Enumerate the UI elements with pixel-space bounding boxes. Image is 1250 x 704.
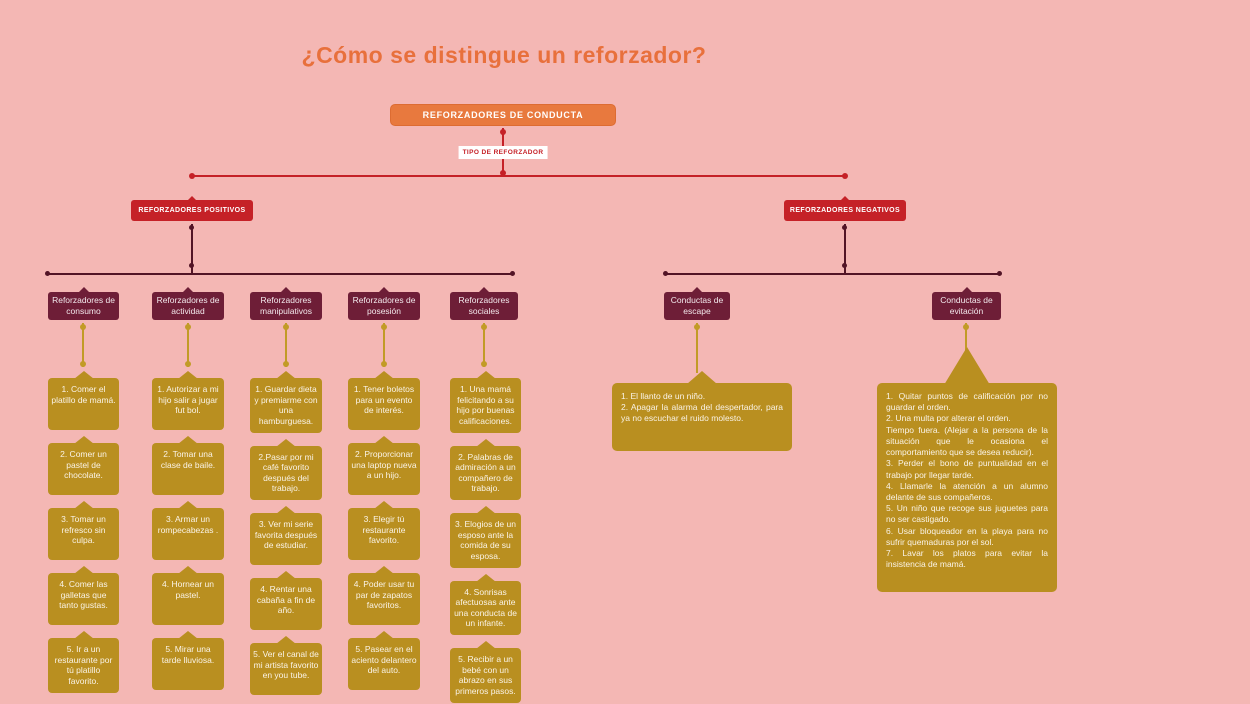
group-header-consumo: Reforzadores de consumo (48, 292, 119, 321)
item-box: 1. Tener boletos para un evento de inter… (348, 378, 420, 430)
item-box: 2. Palabras de admiración a un compañero… (450, 445, 521, 500)
group-header-manipulativos: Reforzadores manipulativos (250, 292, 322, 321)
item-box: 3. Elegir tú restaurante favorito. (348, 508, 420, 560)
group-header-sociales: Reforzadores sociales (450, 292, 518, 321)
item-box: 2. Proporcionar una laptop nueva a un hi… (348, 443, 420, 495)
connector-line (82, 323, 84, 367)
item-box: 3. Elogios de un esposo ante la comida d… (450, 513, 521, 568)
branch-negativos: REFORZADORES NEGATIVOS (784, 200, 906, 221)
connector-label: TIPO DE REFORZADOR (458, 146, 548, 159)
connector-dot (80, 361, 86, 367)
item-box: 1. Comer el platillo de mamá. (48, 378, 119, 430)
item-box: 3. Armar un rompecabezas . (152, 508, 224, 560)
item-box: 4. Comer las galletas que tanto gustas. (48, 573, 119, 625)
group-header-posesion: Reforzadores de posesión (348, 292, 420, 321)
connector-dot (842, 225, 847, 230)
root-node: REFORZADORES DE CONDUCTA (390, 104, 616, 126)
connector-dot (189, 263, 194, 268)
connector-dot (481, 361, 487, 367)
item-box: 2.Pasar por mi café favorito después del… (250, 445, 322, 500)
connector-line (191, 224, 193, 274)
list-item: 1. Quitar puntos de calificación por no … (886, 391, 1048, 413)
connector-line (965, 323, 967, 353)
connector-line (187, 323, 189, 367)
item-box: 5. Mirar una tarde lluviosa. (152, 638, 224, 690)
page-title: ¿Cómo se distingue un reforzador? (301, 42, 707, 68)
branch-positivos: REFORZADORES POSITIVOS (131, 200, 253, 221)
connector-dot (45, 271, 50, 276)
connector-dot (500, 129, 506, 135)
group-header-evitacion: Conductas de evitación (932, 292, 1001, 321)
connector-dot (80, 324, 86, 330)
item-box: 4. Rentar una cabaña a fin de año. (250, 578, 322, 630)
column-actividad: 1. Autorizar a mi hijo salir a jugar fut… (152, 378, 224, 690)
item-box: 4. Poder usar tu par de zapatos favorito… (348, 573, 420, 625)
connector-dot (963, 324, 969, 330)
list-item: 6. Usar bloqueador en la playa para no s… (886, 525, 1048, 547)
connector-line (696, 323, 698, 373)
connector-dot (997, 271, 1002, 276)
item-box: 3. Ver mi serie favorita después de estu… (250, 513, 322, 565)
list-item: 2. Apagar la alarma del despertador, par… (621, 402, 783, 424)
connector-dot (481, 324, 487, 330)
list-item: 5. Un niño que recoge sus juguetes para … (886, 503, 1048, 525)
connector-dot (189, 225, 194, 230)
connector-line (192, 175, 845, 177)
evitacion-items-box: 1. Quitar puntos de calificación por no … (877, 383, 1057, 592)
column-consumo: 1. Comer el platillo de mamá. 2. Comer u… (48, 378, 119, 693)
list-item: 2. Una multa por alterar el orden. (886, 413, 1011, 424)
connector-dot (510, 271, 515, 276)
connector-dot (694, 324, 700, 330)
connector-dot (381, 324, 387, 330)
item-box: 3. Tomar un refresco sin culpa. (48, 508, 119, 560)
connector-dot (283, 324, 289, 330)
connector-line (48, 273, 513, 275)
item-box: 1. Una mamá felicitando a su hijo por bu… (450, 378, 521, 433)
connector-line (844, 224, 846, 274)
list-item: Tiempo fuera. (Alejar a la persona de la… (886, 424, 1048, 458)
connector-line (383, 323, 385, 367)
item-box: 2. Comer un pastel de chocolate. (48, 443, 119, 495)
item-box: 2. Tomar una clase de baile. (152, 443, 224, 495)
connector-dot (500, 170, 506, 176)
connector-line (483, 323, 485, 367)
list-item: 3. Perder el bono de puntualidad en el t… (886, 458, 1048, 480)
item-box: 5. Ir a un restaurante por tú platillo f… (48, 638, 119, 693)
list-item: 1. El llanto de un niño. (621, 391, 706, 401)
connector-dot (189, 173, 195, 179)
item-box: 1. Autorizar a mi hijo salir a jugar fut… (152, 378, 224, 430)
column-posesion: 1. Tener boletos para un evento de inter… (348, 378, 420, 690)
connector-dot (185, 361, 191, 367)
connector-dot (185, 324, 191, 330)
list-item: 7. Lavar los platos para evitar la insis… (886, 548, 1048, 570)
group-header-actividad: Reforzadores de actividad (152, 292, 224, 321)
connector-line (285, 323, 287, 367)
group-header-escape: Conductas de escape (664, 292, 730, 321)
item-box: 4. Sonrisas afectuosas ante una conducta… (450, 580, 521, 635)
connector-line (666, 273, 1000, 275)
connector-dot (283, 361, 289, 367)
connector-dot (842, 173, 848, 179)
item-box: 4. Hornear un pastel. (152, 573, 224, 625)
item-box: 5. Pasear en el aciento delantero del au… (348, 638, 420, 690)
item-box: 1. Guardar dieta y premiarme con una ham… (250, 378, 322, 433)
list-item: 4. Llamarle la atención a un alumno dela… (886, 480, 1048, 502)
connector-dot (381, 361, 387, 367)
escape-items-box: 1. El llanto de un niño. 2. Apagar la al… (612, 383, 792, 451)
connector-dot (842, 263, 847, 268)
connector-dot (663, 271, 668, 276)
item-box: 5. Ver el canal de mi artista favorito e… (250, 643, 322, 695)
column-manipulativos: 1. Guardar dieta y premiarme con una ham… (250, 378, 322, 695)
column-sociales: 1. Una mamá felicitando a su hijo por bu… (450, 378, 521, 703)
item-box: 5. Recibir a un bebé con un abrazo en su… (450, 648, 521, 703)
